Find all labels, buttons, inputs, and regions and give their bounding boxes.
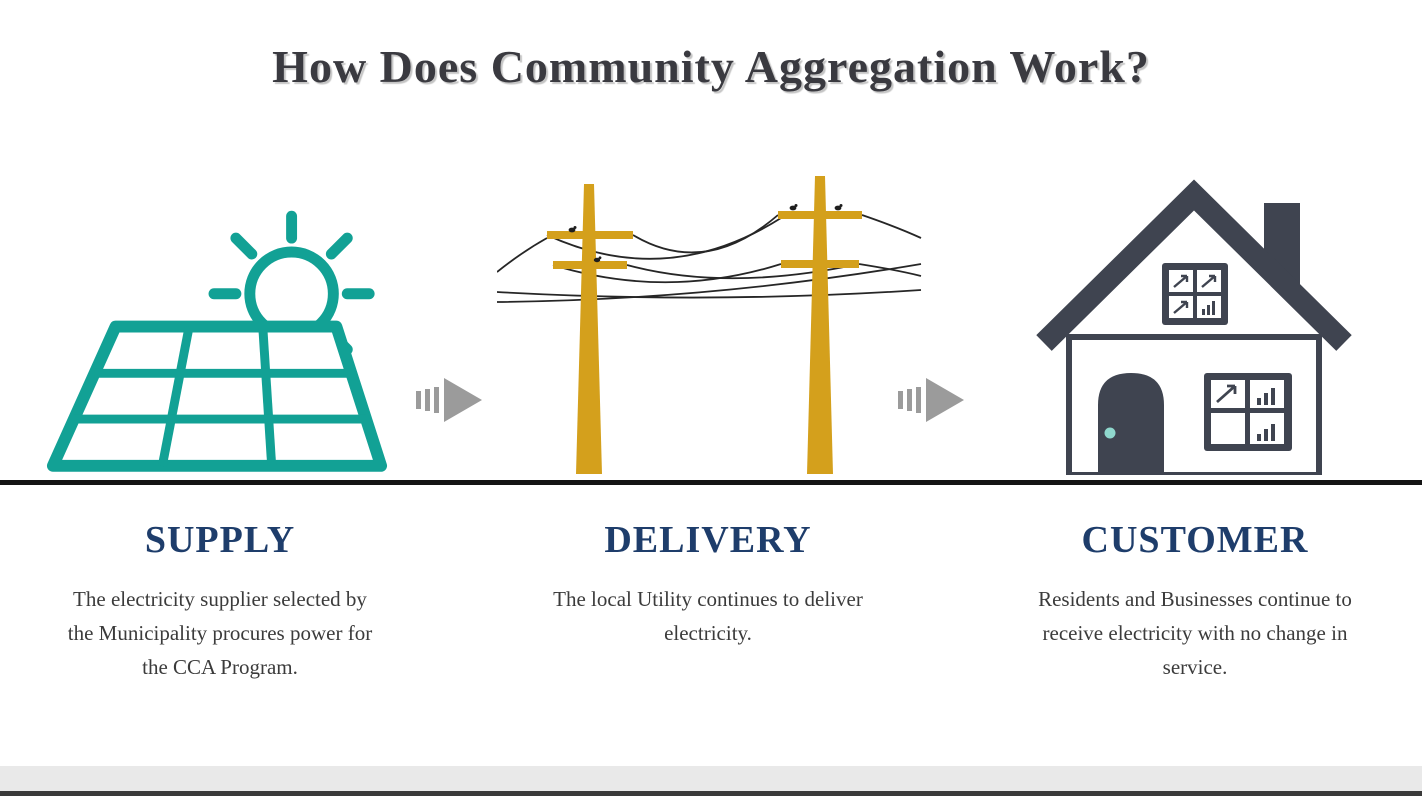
supply-description: The electricity supplier selected by the… bbox=[67, 587, 373, 680]
power-lines bbox=[497, 214, 922, 303]
delivery-heading: DELIVERY bbox=[604, 519, 812, 561]
delivery-description: The local Utility continues to deliver e… bbox=[553, 587, 863, 646]
flow-arrow-icon bbox=[898, 378, 964, 422]
door-knob bbox=[1104, 427, 1116, 439]
section-customer: CUSTOMER Residents and Businesses contin… bbox=[995, 518, 1395, 684]
utility-poles-icon bbox=[497, 176, 922, 474]
house-icon bbox=[1036, 179, 1352, 475]
solar-panel-sun-icon bbox=[46, 210, 388, 472]
supply-heading: SUPPLY bbox=[144, 519, 296, 561]
illustration-stage bbox=[46, 176, 1352, 475]
birds bbox=[568, 204, 843, 263]
front-window bbox=[1204, 373, 1292, 451]
utility-pole-right bbox=[778, 176, 862, 474]
door bbox=[1098, 373, 1164, 475]
gable-window bbox=[1162, 263, 1228, 325]
ground-line bbox=[0, 480, 1422, 485]
flow-arrow-icon bbox=[416, 378, 482, 422]
utility-pole-left bbox=[547, 184, 633, 474]
solar-panel bbox=[46, 320, 388, 472]
footer-edge bbox=[0, 791, 1422, 796]
section-delivery: DELIVERY The local Utility continues to … bbox=[520, 518, 896, 650]
customer-description: Residents and Businesses continue to rec… bbox=[1038, 587, 1352, 680]
customer-heading: CUSTOMER bbox=[1081, 519, 1309, 561]
section-supply: SUPPLY The electricity supplier selected… bbox=[40, 518, 400, 684]
footer-strip bbox=[0, 766, 1422, 791]
page-title: How Does Community Aggregation Work? bbox=[272, 41, 1150, 92]
